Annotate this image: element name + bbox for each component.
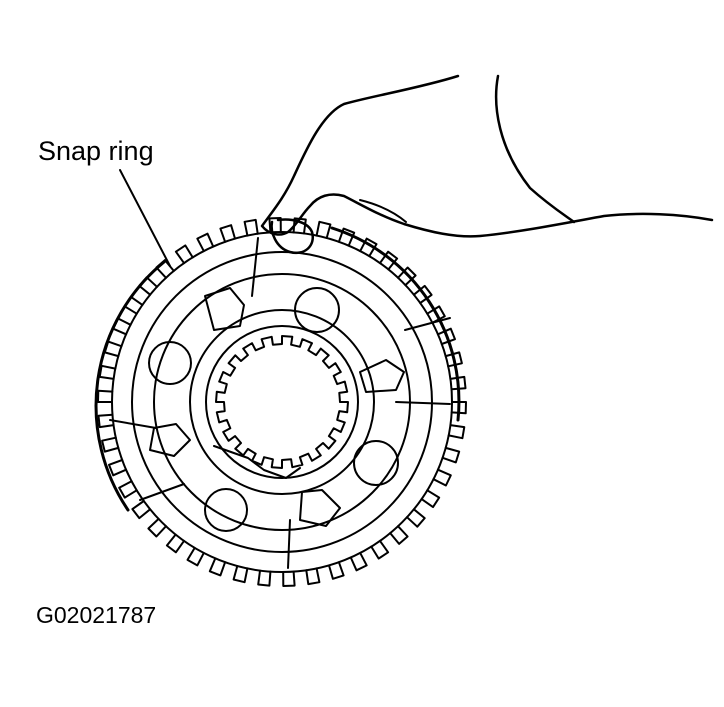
- lug-left: [150, 424, 190, 456]
- gear-tooth: [188, 548, 204, 566]
- gear-ring-2: [154, 274, 410, 530]
- gear-outer-rim: [112, 232, 452, 572]
- gear-tooth: [132, 501, 150, 518]
- gear-tooth: [98, 391, 112, 402]
- split-line-4: [288, 520, 290, 568]
- hole-1: [295, 288, 339, 332]
- hole-3: [354, 441, 398, 485]
- gear-tooth: [398, 268, 416, 286]
- figure-id: G02021787: [36, 602, 157, 628]
- lug-top: [205, 288, 244, 330]
- split-line-5: [140, 484, 184, 500]
- gear-tooth: [99, 415, 114, 427]
- split-line-2: [405, 318, 450, 330]
- lug-right: [360, 360, 404, 392]
- gear-tooth: [407, 509, 425, 526]
- gear-tooth: [283, 572, 294, 586]
- hole-4: [205, 489, 247, 531]
- lug-bottom: [300, 490, 340, 526]
- gear-tooth: [109, 460, 126, 475]
- gear-tooth: [306, 568, 319, 584]
- snap-ring-right: [332, 228, 459, 420]
- gear-tooth: [329, 562, 344, 579]
- split-line-1: [252, 238, 258, 296]
- gear-tooth: [102, 438, 118, 452]
- gear-tooth: [125, 297, 143, 314]
- gear-ring-3: [190, 310, 374, 494]
- gear-tooth: [258, 571, 270, 586]
- gear-tooth: [139, 277, 157, 294]
- inner-spline-detail: [214, 446, 300, 478]
- gear-tooth: [422, 490, 440, 507]
- gear-tooth: [317, 222, 331, 238]
- gear-tooth: [371, 541, 388, 559]
- split-line-3: [110, 420, 156, 428]
- hand-outline: [262, 76, 712, 236]
- gear-tooth: [197, 234, 213, 251]
- gear-tooth: [443, 448, 460, 463]
- gear-tooth: [210, 558, 225, 575]
- split-line-6: [396, 402, 450, 404]
- gear-tooth: [390, 526, 407, 544]
- gear-tooth: [234, 566, 248, 582]
- gear-tooth: [449, 425, 465, 438]
- gear-tooth: [351, 553, 367, 570]
- gear-tooth: [148, 519, 166, 537]
- wrist-line: [496, 76, 574, 222]
- gear-ring-4: [206, 326, 358, 478]
- hole-2: [149, 342, 191, 384]
- snap-ring-leader: [120, 170, 170, 266]
- thumb: [272, 220, 313, 253]
- gear-tooth: [380, 252, 397, 270]
- snap-ring: [96, 262, 164, 510]
- gear-ring-1: [132, 252, 432, 552]
- gear-tooth: [339, 229, 354, 246]
- gear-tooth: [119, 481, 137, 497]
- gear-tooth: [360, 239, 376, 257]
- gear-tooth: [434, 470, 451, 486]
- finger-detail: [360, 200, 406, 222]
- gear-tooth: [220, 225, 235, 242]
- gear-tooth: [176, 245, 193, 263]
- gear-tooth: [245, 220, 258, 236]
- gear-tooth: [269, 218, 280, 232]
- splined-bore: [216, 336, 348, 468]
- snap-ring-label: Snap ring: [38, 136, 154, 166]
- gear-tooth: [167, 535, 184, 553]
